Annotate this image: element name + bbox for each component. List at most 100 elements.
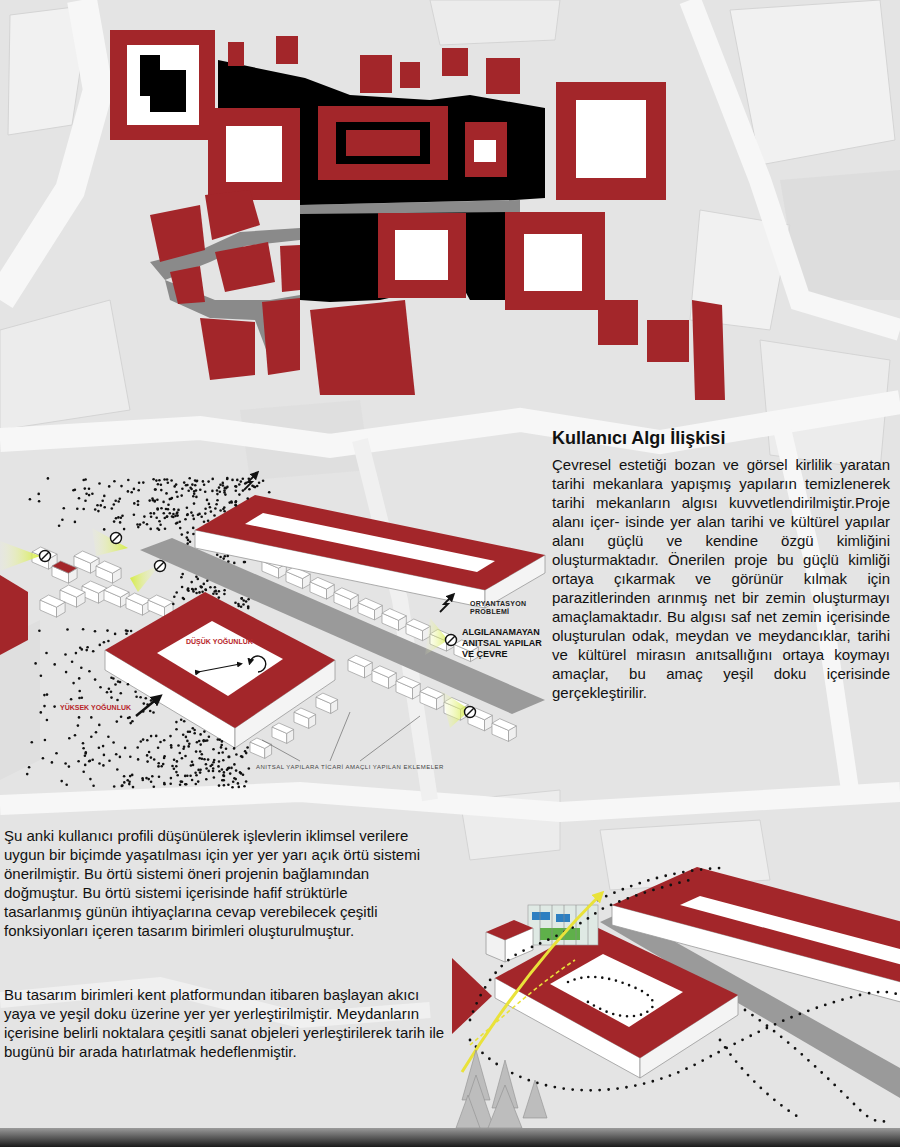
illustration-part bbox=[148, 499, 151, 502]
illustration-part bbox=[116, 768, 119, 771]
illustration-part bbox=[47, 477, 50, 480]
illustration-part bbox=[193, 732, 196, 735]
illustration-part bbox=[214, 507, 217, 510]
illustration-part bbox=[121, 784, 124, 787]
illustration-part bbox=[201, 590, 204, 593]
density-label: DÜŞÜK YOĞUNLUK bbox=[186, 638, 253, 646]
illustration-part bbox=[220, 746, 223, 749]
illustration-part bbox=[171, 497, 174, 500]
illustration-part bbox=[31, 741, 34, 744]
illustration-part bbox=[167, 482, 170, 485]
illustration-part bbox=[167, 508, 170, 511]
illustration-part bbox=[203, 521, 206, 524]
illustration-part bbox=[242, 603, 245, 606]
illustration-part bbox=[46, 693, 49, 696]
illustration-part bbox=[213, 514, 216, 517]
illustration-part bbox=[183, 720, 186, 723]
illustration-part bbox=[160, 489, 163, 492]
illustration-part bbox=[465, 122, 507, 177]
illustration-part bbox=[94, 630, 97, 633]
illustration-part bbox=[244, 561, 247, 564]
illustration-part bbox=[348, 655, 372, 667]
illustration-part bbox=[176, 760, 179, 763]
illustration-part bbox=[94, 678, 97, 681]
illustration-part bbox=[166, 478, 169, 481]
illustration-part bbox=[226, 126, 282, 182]
illustration-part bbox=[125, 633, 128, 636]
illustration-part bbox=[360, 440, 430, 800]
illustration-part bbox=[120, 692, 123, 695]
illustration-part bbox=[251, 485, 254, 488]
illustration-part bbox=[200, 586, 203, 589]
illustration-part bbox=[197, 578, 200, 581]
illustration-part bbox=[104, 585, 129, 597]
illustration-part bbox=[147, 778, 150, 781]
illustration-part bbox=[169, 735, 172, 738]
illustration-part bbox=[174, 515, 177, 518]
illustration-part bbox=[248, 767, 251, 770]
illustration-part bbox=[456, 1050, 547, 1128]
illustration-part bbox=[247, 607, 250, 610]
illustration-part bbox=[204, 507, 207, 510]
illustration-part bbox=[159, 524, 162, 527]
illustration-part bbox=[209, 765, 212, 768]
illustration-part bbox=[142, 481, 145, 484]
illustration-part bbox=[190, 488, 193, 491]
illustration-part bbox=[138, 481, 141, 484]
illustration-part bbox=[158, 529, 161, 532]
illustration-part bbox=[243, 561, 246, 564]
illustration-part bbox=[43, 705, 46, 708]
illustration-part bbox=[231, 786, 234, 789]
illustration-part bbox=[183, 598, 186, 601]
illustration-part bbox=[160, 507, 163, 510]
illustration-part bbox=[452, 958, 492, 1034]
illustration-part bbox=[470, 868, 898, 1122]
illustration-part bbox=[360, 55, 392, 93]
illustration-part bbox=[245, 780, 248, 783]
illustration-part bbox=[119, 497, 122, 500]
site-plan bbox=[110, 30, 725, 400]
illustration-part bbox=[140, 740, 143, 743]
illustration-part bbox=[233, 747, 236, 750]
illustration-part bbox=[127, 717, 130, 720]
illustration-part bbox=[232, 780, 235, 783]
illustration-part bbox=[316, 693, 338, 703]
illustration-part bbox=[218, 590, 221, 593]
illustration-part bbox=[133, 502, 136, 505]
body-text: Şu anki kullanıcı profili düşünülerek iş… bbox=[4, 826, 429, 940]
illustration-part bbox=[40, 551, 51, 562]
illustration-part bbox=[0, 402, 900, 446]
illustration-part bbox=[184, 755, 187, 758]
illustration-part bbox=[119, 521, 122, 524]
diagram-label: ALGILANAMAYAN ANITSAL YAPILAR VE ÇEVRE bbox=[462, 627, 548, 660]
illustration-part bbox=[131, 774, 134, 777]
illustration-part bbox=[215, 590, 218, 593]
diagram-label: ORYANTASYON PROBLEMİ bbox=[470, 600, 524, 616]
illustration-part bbox=[194, 588, 197, 591]
illustration-part bbox=[396, 676, 420, 688]
illustration-part bbox=[215, 592, 218, 595]
illustration-part bbox=[127, 490, 130, 493]
illustration-part bbox=[120, 485, 123, 488]
illustration-part bbox=[0, 300, 130, 430]
illustration-part bbox=[88, 494, 91, 497]
illustration-part bbox=[114, 683, 117, 686]
illustration-part bbox=[262, 480, 265, 483]
illustration-part bbox=[218, 739, 221, 742]
illustration-part bbox=[720, 1040, 800, 1118]
illustration-part bbox=[173, 485, 176, 488]
illustration-part bbox=[221, 768, 224, 771]
illustration-part bbox=[74, 488, 77, 491]
illustration-part bbox=[218, 596, 221, 599]
illustration-part bbox=[96, 504, 99, 507]
illustration-part bbox=[246, 746, 249, 749]
illustration-part bbox=[157, 746, 160, 749]
illustration-part bbox=[116, 720, 119, 723]
illustration-part bbox=[98, 762, 101, 765]
illustration-part bbox=[189, 541, 192, 544]
illustration-part bbox=[103, 528, 106, 531]
illustration-part bbox=[598, 868, 720, 900]
illustration-part bbox=[146, 754, 149, 757]
illustration-part bbox=[215, 242, 275, 292]
illustration-part bbox=[137, 526, 140, 529]
